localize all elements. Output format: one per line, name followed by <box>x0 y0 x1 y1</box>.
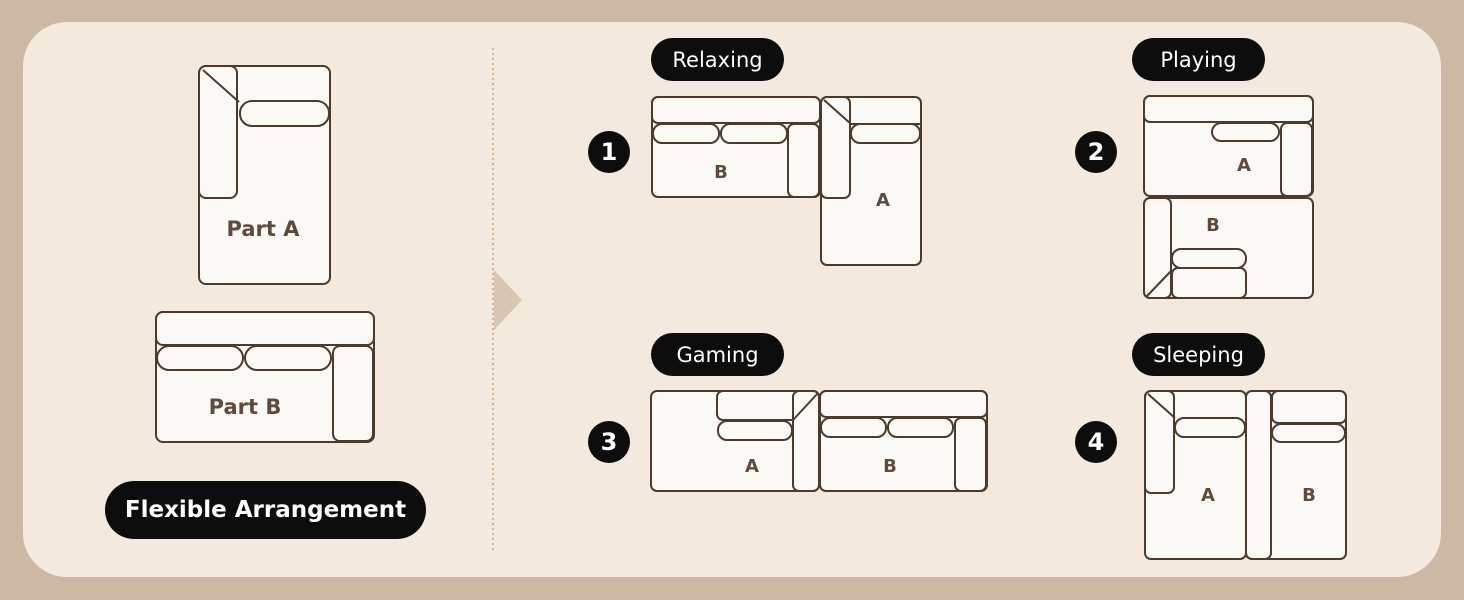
part-b-sofa <box>155 311 375 443</box>
title-sleeping: Sleeping <box>1132 333 1265 376</box>
part-b-label: Part B <box>209 395 282 419</box>
gaming-sofa-a <box>650 390 820 492</box>
number-badge-2: 2 <box>1075 131 1117 173</box>
playing-label-b: B <box>1206 215 1220 236</box>
flexible-arrangement-button[interactable]: Flexible Arrangement <box>105 481 426 539</box>
playing-sofa-a <box>1143 95 1314 197</box>
title-gaming: Gaming <box>651 333 784 376</box>
number-badge-3: 3 <box>588 421 630 463</box>
relaxing-sofa-b <box>651 96 821 198</box>
title-playing: Playing <box>1132 38 1265 81</box>
playing-label-a: A <box>1237 155 1251 176</box>
title-relaxing: Relaxing <box>651 38 784 81</box>
relaxing-label-a: A <box>876 190 890 211</box>
relaxing-sofa-a <box>820 96 922 266</box>
sleeping-label-b: B <box>1302 485 1316 506</box>
gaming-label-b: B <box>883 456 897 477</box>
gaming-sofa-b <box>819 390 988 492</box>
number-badge-4: 4 <box>1075 421 1117 463</box>
playing-sofa-b <box>1143 197 1314 299</box>
relaxing-label-b: B <box>714 162 728 183</box>
gaming-label-a: A <box>745 456 759 477</box>
number-badge-1: 1 <box>588 131 630 173</box>
right-triangle-arrow-icon <box>494 270 522 330</box>
sleeping-sofa-a <box>1144 390 1247 560</box>
sleeping-label-a: A <box>1201 485 1215 506</box>
part-a-sofa <box>198 65 331 285</box>
sleeping-sofa-b <box>1245 390 1347 560</box>
part-a-label: Part A <box>227 217 301 241</box>
